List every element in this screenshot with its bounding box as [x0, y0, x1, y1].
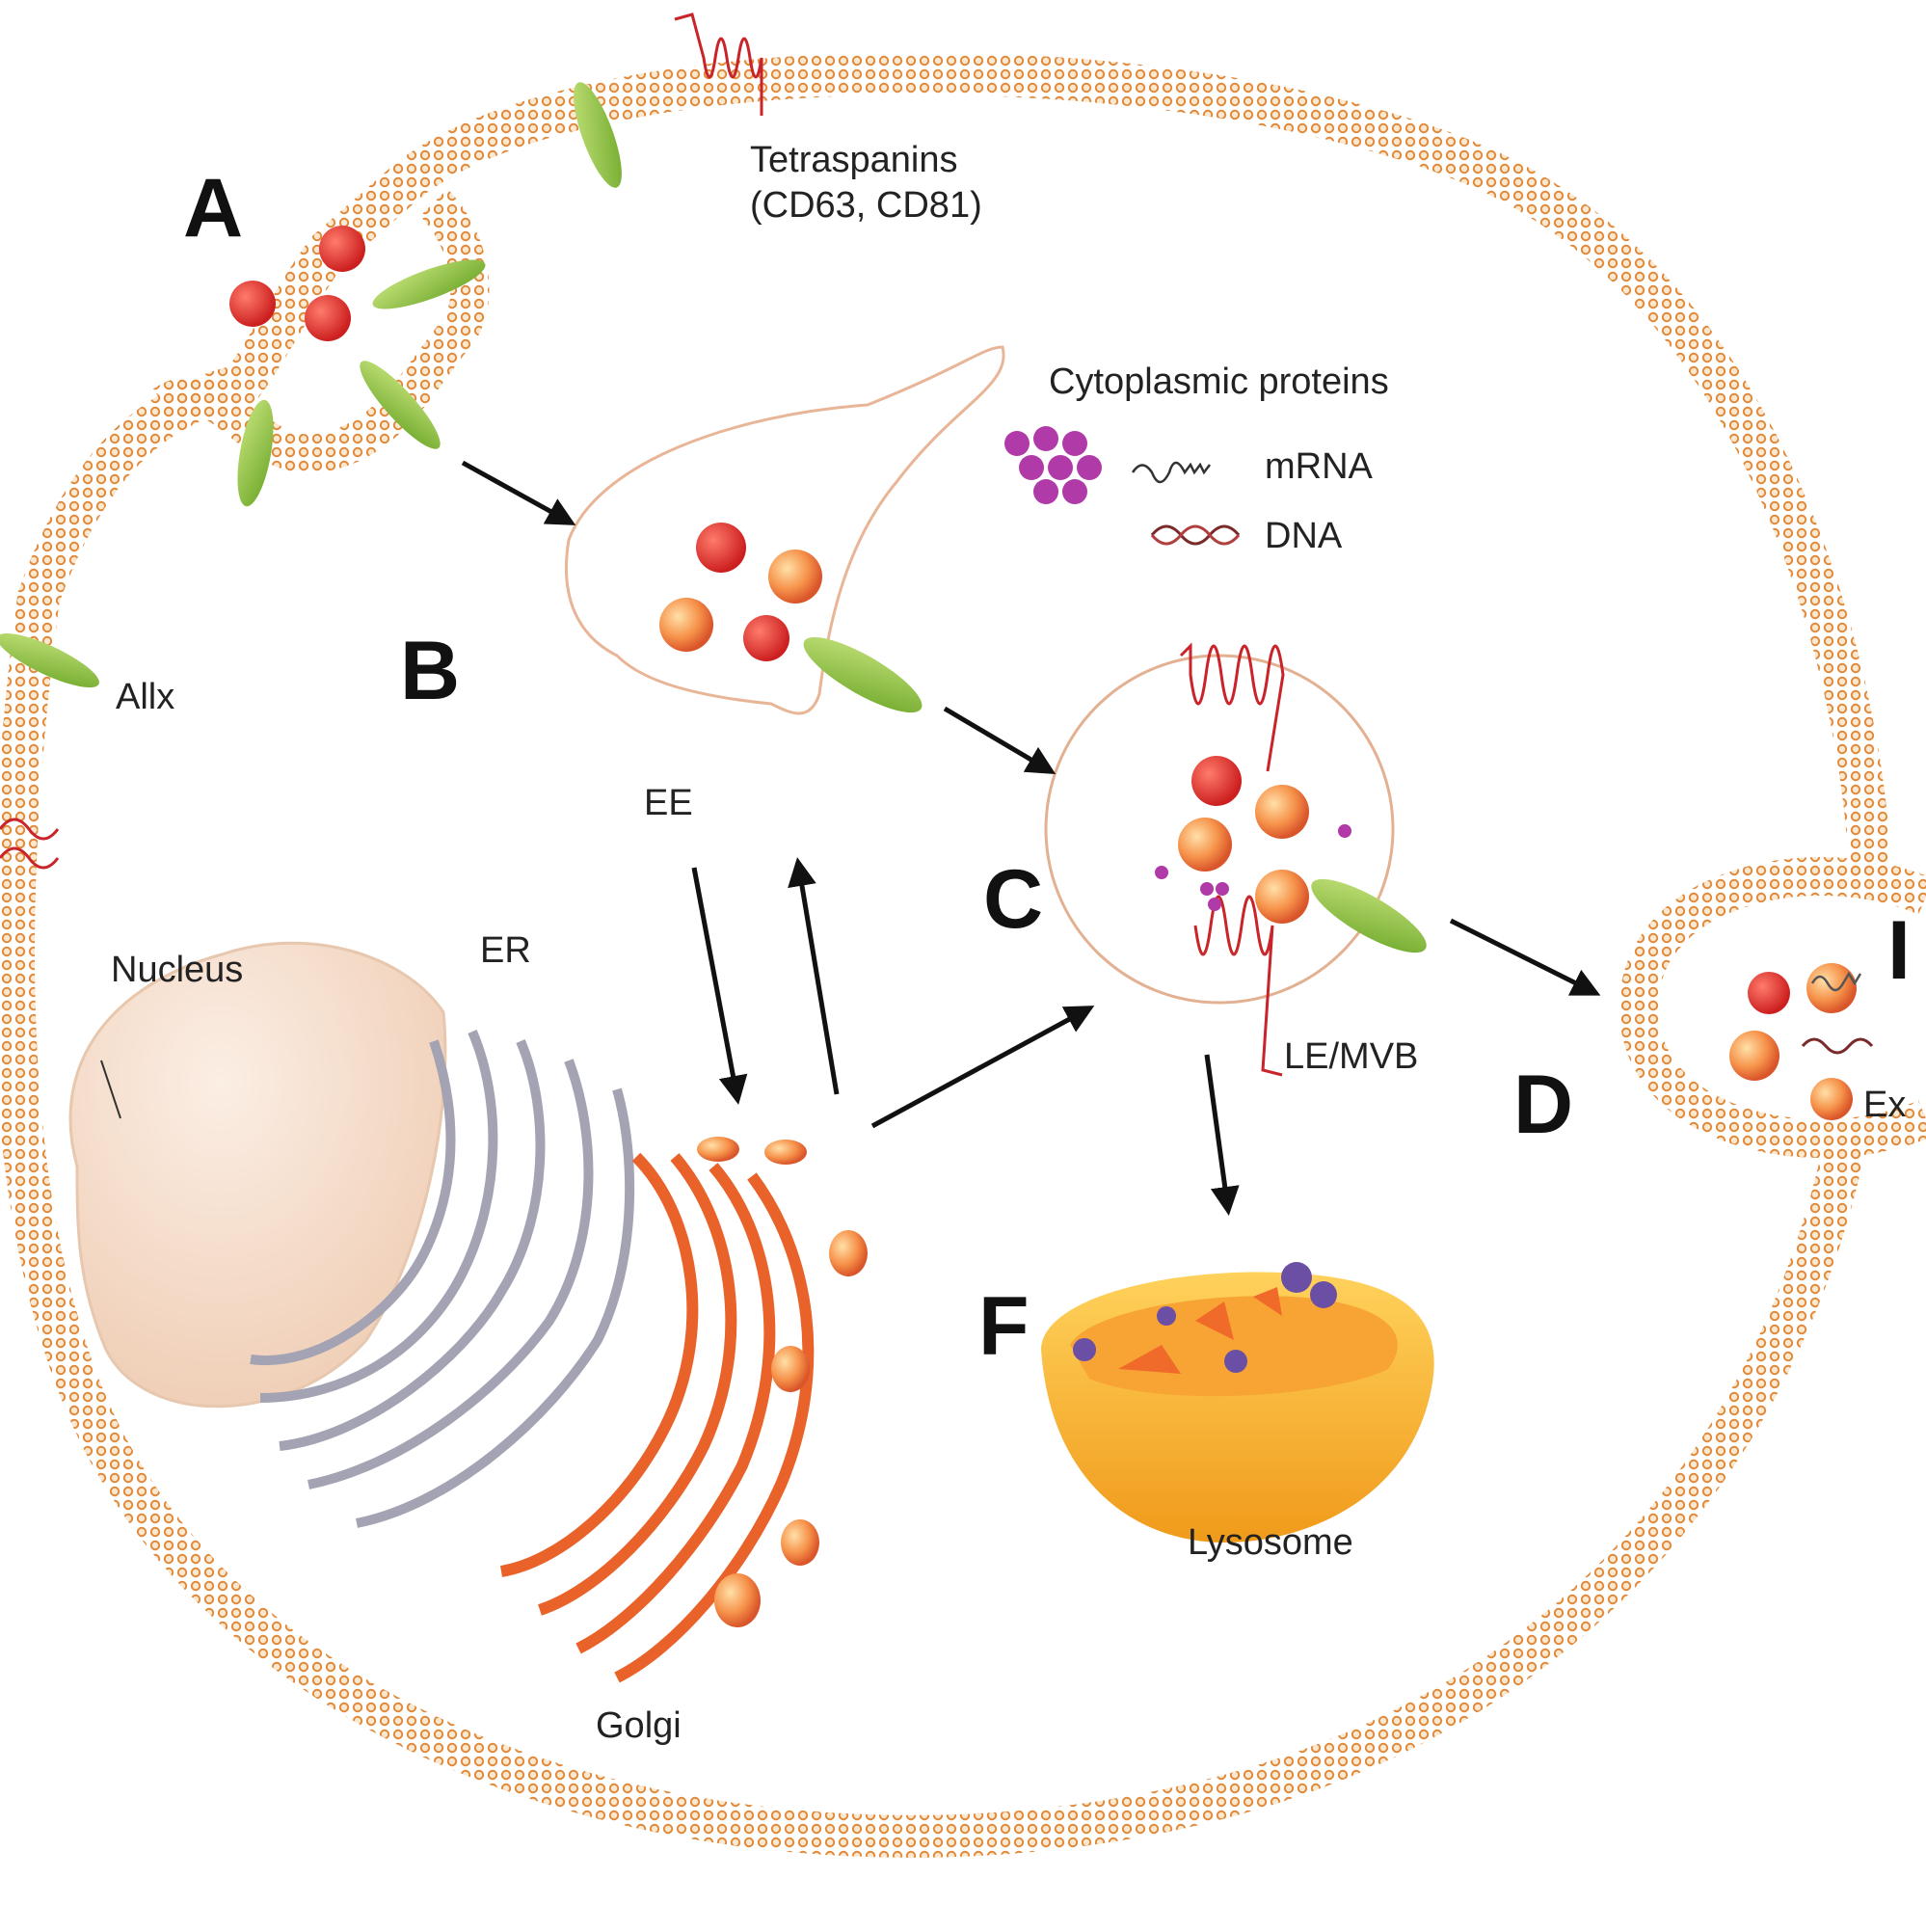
cytoplasmic-proteins-label: Cytoplasmic proteins — [1049, 362, 1389, 402]
alix-proteins — [0, 82, 622, 688]
step-letter-d: D — [1513, 1059, 1573, 1151]
dna-icon — [1150, 524, 1241, 546]
alix-rod-4 — [237, 399, 274, 507]
exosome-mrna — [1810, 971, 1862, 992]
arrow-ee-to-golgi — [691, 867, 748, 1105]
mrna-label: mRNA — [1265, 446, 1374, 487]
lysosome — [1041, 1262, 1434, 1543]
endoplasmic-reticulum — [250, 1030, 635, 1528]
alix-rod-2 — [372, 259, 486, 309]
step-letter-a: A — [183, 162, 243, 255]
early-endosome-label: EE — [644, 783, 693, 823]
arrow-a-to-b — [461, 460, 576, 525]
cytoplasmic-proteins-cluster — [1004, 426, 1102, 504]
dna-icon-strand — [1150, 524, 1241, 546]
exosome-dna — [1801, 1037, 1874, 1055]
alix-rod-5 — [0, 632, 99, 688]
pathway-arrows — [461, 460, 1601, 1216]
arrow-b-to-c — [943, 706, 1057, 775]
arrow-golgi-to-c — [870, 1006, 1095, 1129]
er-label: ER — [480, 930, 531, 971]
golgi-vesicles — [697, 1137, 868, 1627]
golgi-label: Golgi — [596, 1705, 682, 1746]
arrow-c-to-d — [1449, 918, 1601, 996]
tetraspanins-subtitle: (CD63, CD81) — [750, 185, 982, 226]
nucleus — [68, 941, 447, 1409]
exosome-release-bud — [1618, 857, 1926, 1158]
step-letter-e-partial: I — [1887, 904, 1911, 997]
golgi-apparatus — [499, 1152, 815, 1683]
alix-label: Allx — [116, 677, 174, 717]
cargo-proteins-a — [229, 226, 365, 341]
tetraspanins-label: Tetraspanins — [750, 140, 957, 180]
nucleus-label: Nucleus — [111, 950, 243, 990]
exosome-orange-protein-3 — [1810, 1078, 1853, 1120]
le-mvb-label: LE/MVB — [1284, 1036, 1418, 1077]
step-letter-b: B — [400, 625, 460, 717]
exosome-orange-protein-2 — [1729, 1031, 1779, 1081]
lysosome-label: Lysosome — [1188, 1522, 1353, 1563]
alix-rod-1 — [574, 82, 622, 188]
arrow-c-to-lysosome — [1204, 1054, 1240, 1216]
arrow-golgi-to-ee — [788, 857, 840, 1095]
step-letter-c: C — [983, 853, 1043, 946]
late-endosome-mvb — [1044, 642, 1427, 1077]
exosome-red-protein — [1748, 972, 1790, 1014]
tetraspanin-top — [674, 13, 763, 116]
early-endosome — [564, 345, 1005, 715]
step-letter-f: F — [978, 1280, 1030, 1373]
mrna-icon — [1131, 461, 1211, 484]
alix-rod-3 — [360, 361, 441, 449]
exosome-partial-label: Ex — [1863, 1085, 1906, 1125]
tetraspanin-membrane — [0, 13, 763, 870]
tetraspanin-left — [0, 818, 60, 870]
dna-label: DNA — [1265, 516, 1343, 556]
